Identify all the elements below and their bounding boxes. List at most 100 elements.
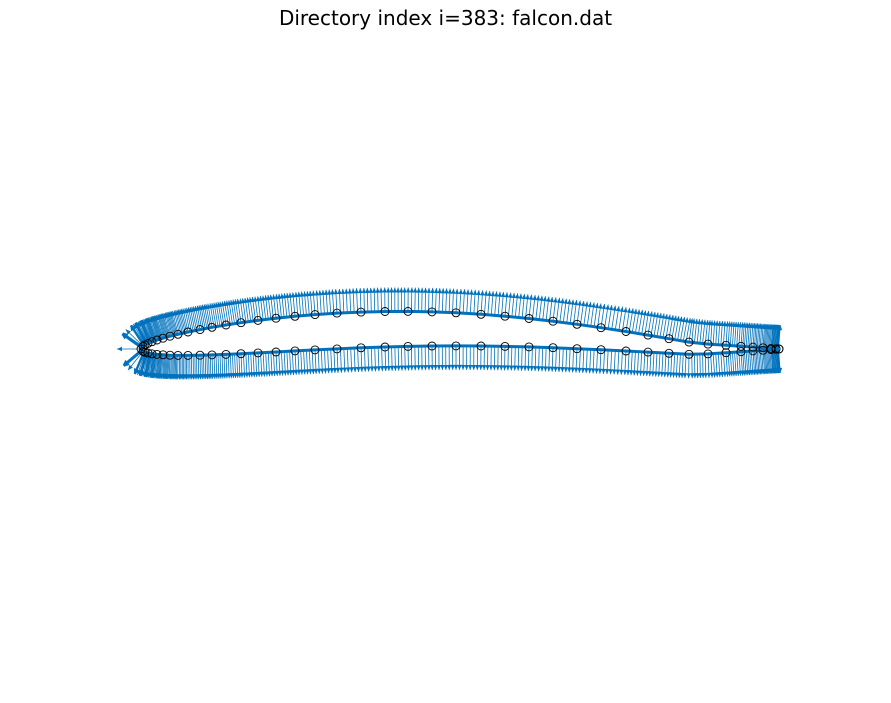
normal-arrowhead <box>577 367 582 373</box>
vertex-marker <box>643 347 653 357</box>
vertex-marker <box>158 350 168 360</box>
normal-arrowhead <box>406 365 411 371</box>
normal-arrowhead <box>326 368 331 374</box>
normal-arrowhead <box>601 303 606 310</box>
normal-arrowhead <box>511 292 516 299</box>
normal-arrowhead <box>636 309 641 315</box>
normal-arrowhead <box>359 366 364 372</box>
vertex-marker <box>476 309 486 319</box>
normal-arrowhead <box>464 364 469 370</box>
normal-arrowhead <box>274 370 280 376</box>
normal-arrowhead <box>362 366 368 372</box>
normal-arrowhead <box>528 294 534 300</box>
vertex-marker <box>524 314 534 323</box>
vertex-marker <box>774 344 784 354</box>
vertex-marker <box>621 346 631 356</box>
normal-arrowhead <box>451 288 456 294</box>
normal-arrowhead <box>447 288 453 294</box>
normal-arrowhead <box>299 291 305 297</box>
normal-arrowhead <box>601 368 606 374</box>
vertex-marker <box>332 344 342 354</box>
vertex-marker <box>290 346 300 356</box>
normal-arrowhead <box>299 369 304 375</box>
normal-arrowhead <box>580 367 586 373</box>
normal-arrowhead <box>457 364 462 370</box>
vertex-marker <box>165 331 175 341</box>
vertex-marker <box>236 349 246 359</box>
normal-arrowhead <box>405 287 411 293</box>
normal-arrowhead <box>399 365 405 371</box>
vertex-marker <box>221 349 231 359</box>
vertex-marker <box>143 348 153 358</box>
normal-arrowhead <box>430 287 435 293</box>
normal-arrowhead <box>706 372 712 378</box>
vertex-marker <box>310 345 320 355</box>
vertex-marker <box>271 347 281 357</box>
normal-arrowhead <box>319 368 325 374</box>
normal-arrowhead <box>641 370 647 376</box>
normal-arrowhead <box>117 346 122 352</box>
normal-arrowhead <box>591 368 596 374</box>
normal-arrowhead <box>395 287 401 293</box>
normal-arrowhead <box>256 296 261 302</box>
vertex-marker <box>664 348 674 358</box>
normal-arrowhead <box>337 289 342 295</box>
normal-arrowhead <box>573 367 579 373</box>
normal-arrowhead <box>514 293 520 299</box>
vertex-marker <box>684 337 694 347</box>
vertex-marker <box>703 349 713 359</box>
normal-arrowhead <box>563 367 569 373</box>
normal-arrowhead <box>308 290 313 297</box>
vertex-marker <box>451 308 461 318</box>
vertex-marker <box>152 349 162 359</box>
vertex-marker <box>380 342 390 352</box>
normal-arrowhead <box>302 291 308 297</box>
normal-arrowhead <box>436 364 442 371</box>
normal-arrowhead <box>525 294 530 300</box>
normal-arrowhead <box>570 367 576 373</box>
normal-arrowhead <box>426 287 432 293</box>
normal-arrowhead <box>386 365 391 371</box>
normal-arrowhead <box>369 366 375 372</box>
vertex-marker <box>183 327 193 337</box>
normal-arrowhead <box>121 334 128 340</box>
normal-arrowhead <box>553 297 558 303</box>
normal-arrowhead <box>356 366 361 372</box>
normal-arrowhead <box>444 288 449 294</box>
normal-arrowhead <box>521 293 527 300</box>
vertex-marker <box>253 348 263 358</box>
normal-arrowhead <box>389 365 395 371</box>
vertex-marker <box>356 343 366 353</box>
normal-arrowhead <box>409 365 414 371</box>
normal-arrowhead <box>608 369 613 375</box>
normal-arrowhead <box>285 370 291 376</box>
normal-arrowhead <box>536 366 541 372</box>
normal-arrowhead <box>382 287 387 293</box>
normal-arrowhead <box>633 308 638 315</box>
normal-arrowhead <box>399 287 404 293</box>
normal-arrowhead <box>372 287 377 293</box>
normal-arrowhead <box>532 295 537 301</box>
normal-arrowhead <box>505 365 511 371</box>
normal-arrowhead <box>777 367 783 373</box>
normal-arrowhead <box>662 371 668 378</box>
normal-arrowhead <box>529 365 535 372</box>
normal-arrowhead <box>504 292 509 298</box>
normal-arrowhead <box>282 370 288 376</box>
vertex-marker <box>596 323 606 333</box>
vertex-marker <box>664 334 674 344</box>
normal-arrowhead <box>386 287 391 293</box>
normal-arrowhead <box>332 367 337 373</box>
vertex-marker <box>427 341 437 351</box>
normal-arrowhead <box>570 299 575 305</box>
normal-arrowhead <box>604 368 610 375</box>
normal-arrowhead <box>282 293 288 299</box>
vertex-marker <box>147 349 157 359</box>
normal-arrowhead <box>419 287 425 293</box>
normal-arrowhead <box>458 289 463 295</box>
normal-arrowhead <box>349 367 354 373</box>
normal-arrowhead <box>522 365 528 371</box>
normal-arrowhead <box>308 369 313 375</box>
normal-arrowhead <box>500 291 506 298</box>
normal-arrowhead <box>124 361 130 367</box>
